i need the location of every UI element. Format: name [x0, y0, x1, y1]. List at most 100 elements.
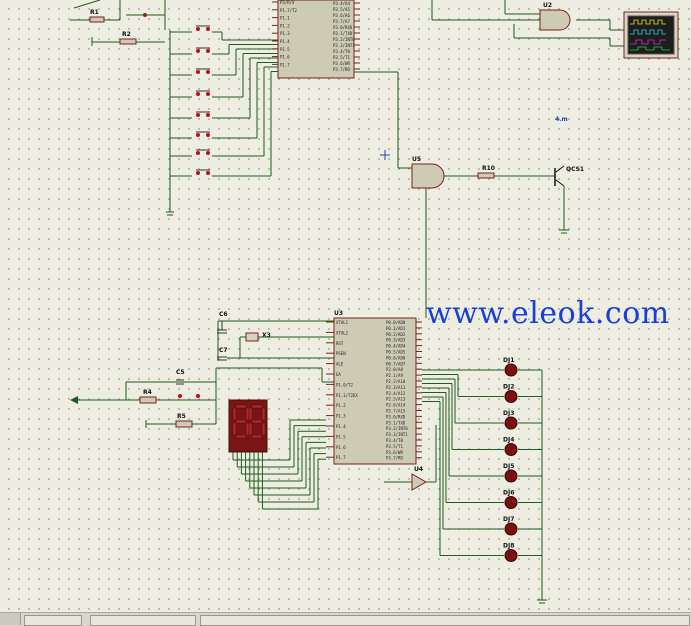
r4-label: R4	[143, 389, 152, 396]
pushbutton-5	[196, 113, 200, 117]
u1-pin-label: P3.0/RXD	[333, 25, 353, 30]
led-3	[504, 416, 518, 430]
r10-resistor	[477, 172, 495, 179]
u3-pin-label: P0.5/AD5	[386, 350, 406, 355]
watermark-text: www.eleok.com	[426, 296, 670, 331]
u1-pin-label: P1.7/T2	[280, 8, 297, 13]
pushbutton-8	[196, 171, 200, 175]
u3-pin-label: XTAL1	[336, 320, 349, 325]
led-7	[504, 522, 518, 536]
u3-pin-label: P2.5/A13	[386, 397, 406, 402]
r10-label: R10	[482, 165, 495, 172]
u3-pin-label: P1.7	[336, 455, 346, 460]
u3-pin-label: P0.2/AD2	[386, 332, 406, 337]
u3-pin-label: P2.7/A15	[386, 409, 406, 414]
u3-pin-label: P1.1/T2EX	[336, 393, 358, 398]
u1-microcontroller: P3/R/VP1.7/T2P1.1P1.2P1.3P1.4P1.5P1.6P1.…	[272, 0, 412, 169]
r5-label: R5	[177, 413, 186, 420]
u3-pin-label: P2.1/A9	[386, 373, 403, 378]
u1-pin-label: P3.6/WR	[333, 61, 350, 66]
led-label: DJ3	[503, 410, 514, 417]
u3-pin-label: P0.6/AD6	[386, 355, 406, 360]
oscilloscope[interactable]	[623, 11, 679, 59]
u1-pin-label: P3.1/TXD	[333, 31, 353, 36]
led-label: DJ7	[503, 516, 514, 523]
led-label: DJ1	[503, 357, 514, 364]
pushbutton-4	[196, 92, 200, 96]
u3-pin-label: P3.5/T1	[386, 444, 403, 449]
pushbutton-6	[196, 133, 200, 137]
u1-pin-label: P3.2/INT0	[333, 37, 355, 42]
u3-pin-label: P0.7/AD7	[386, 361, 406, 366]
u3-pin-label: P2.6/A14	[386, 403, 406, 408]
u1-pin-label: P3.6/A6	[333, 13, 350, 18]
r1-label: R1	[90, 9, 99, 16]
u1-pin-label: P3.3/INT1	[333, 43, 355, 48]
u4-label: U4	[414, 466, 423, 473]
u1-pin-label: P1.2	[280, 23, 290, 28]
u3-pin-label: P1.2	[336, 403, 346, 408]
u3-pin-label: P3.7/RD	[386, 456, 403, 461]
u1-pin-label: P1.7	[280, 62, 290, 67]
top-left-resistor-network: R1 R2	[70, 0, 166, 46]
u1-pin-label: P3.5/A5	[333, 7, 350, 12]
u3-pin-label: P3.6/WR	[386, 450, 403, 455]
r4-resistor	[139, 396, 157, 404]
u3-pin-label: P2.2/A10	[386, 379, 406, 384]
u3-pin-label: PSEN	[336, 351, 346, 356]
x3-label: X3	[262, 332, 271, 339]
pushbutton-2	[196, 49, 200, 53]
led-4	[504, 443, 518, 456]
u2-gate	[539, 9, 571, 31]
u1-pin-label: P3.7/RD	[333, 67, 350, 72]
u3-pin-label: P2.4/A12	[386, 391, 406, 396]
reset-network: R4 C5 R5	[70, 367, 334, 428]
led-label: DJ6	[503, 490, 514, 497]
status-cell-2	[90, 615, 196, 626]
u3-pin-label: P1.3	[336, 414, 346, 419]
seven-segment-display[interactable]	[228, 399, 326, 510]
u3-pin-label: P1.6	[336, 445, 346, 450]
scroll-button[interactable]	[0, 613, 21, 625]
r5-resistor	[175, 420, 193, 428]
u5-gate	[411, 163, 445, 189]
pushbutton-column	[166, 25, 278, 216]
status-cell-3	[200, 615, 690, 626]
u1-pin-label: P3.5/T1	[333, 55, 350, 60]
status-cell-1	[24, 615, 82, 626]
c7-label: C7	[219, 347, 228, 354]
u3-pin-label: P1.4	[336, 424, 346, 429]
u3-pin-label: EA	[336, 372, 341, 377]
u1-pin-label: P1.4	[280, 39, 290, 44]
r2-label: R2	[122, 31, 131, 38]
u5-label: U5	[412, 156, 421, 163]
led-5	[504, 469, 518, 483]
u2-and-gate-area: U2	[431, 0, 624, 47]
u1-pin-label: P3.4/T0	[333, 49, 350, 54]
u3-pin-label: P3.1/TXD	[386, 420, 406, 425]
pushbutton-3	[196, 70, 200, 74]
u5-driver-stage: U5 R10 QCS1	[411, 156, 584, 318]
pushbutton-7	[196, 151, 200, 155]
crystal-oscillator: C6 C7 X3	[217, 311, 334, 361]
schematic[interactable]: R1 R2 P3/R/VP1.7/T2P1.1P1.2P1.3P1.4P1.5P…	[0, 0, 691, 612]
u3-pin-label: P3.2/INT0	[386, 426, 408, 431]
u1-pin-label: P3/R/V	[280, 0, 295, 5]
u2-label: U2	[543, 2, 552, 9]
u1-pin-label: P1.6	[280, 55, 290, 60]
transistor-label: QCS1	[566, 166, 584, 173]
u3-pin-label: P3.3/INT1	[386, 432, 408, 437]
u3-pin-label: P0.4/AD4	[386, 344, 406, 349]
u3-pin-label: P1.5	[336, 434, 346, 439]
u3-pin-label: P1.0/T2	[336, 382, 353, 387]
u1-pin-label: P3.4/A4	[333, 1, 350, 6]
u3-pin-label: ALE	[336, 362, 344, 367]
u4-buffer: U4	[384, 425, 437, 491]
u3-pin-label: P3.0/RXD	[386, 414, 406, 419]
u1-pin-label: P1.3	[280, 31, 290, 36]
u3-pin-label: P3.4/T0	[386, 438, 403, 443]
u3-pin-label: P0.0/AD0	[386, 320, 406, 325]
led-6	[504, 496, 518, 509]
